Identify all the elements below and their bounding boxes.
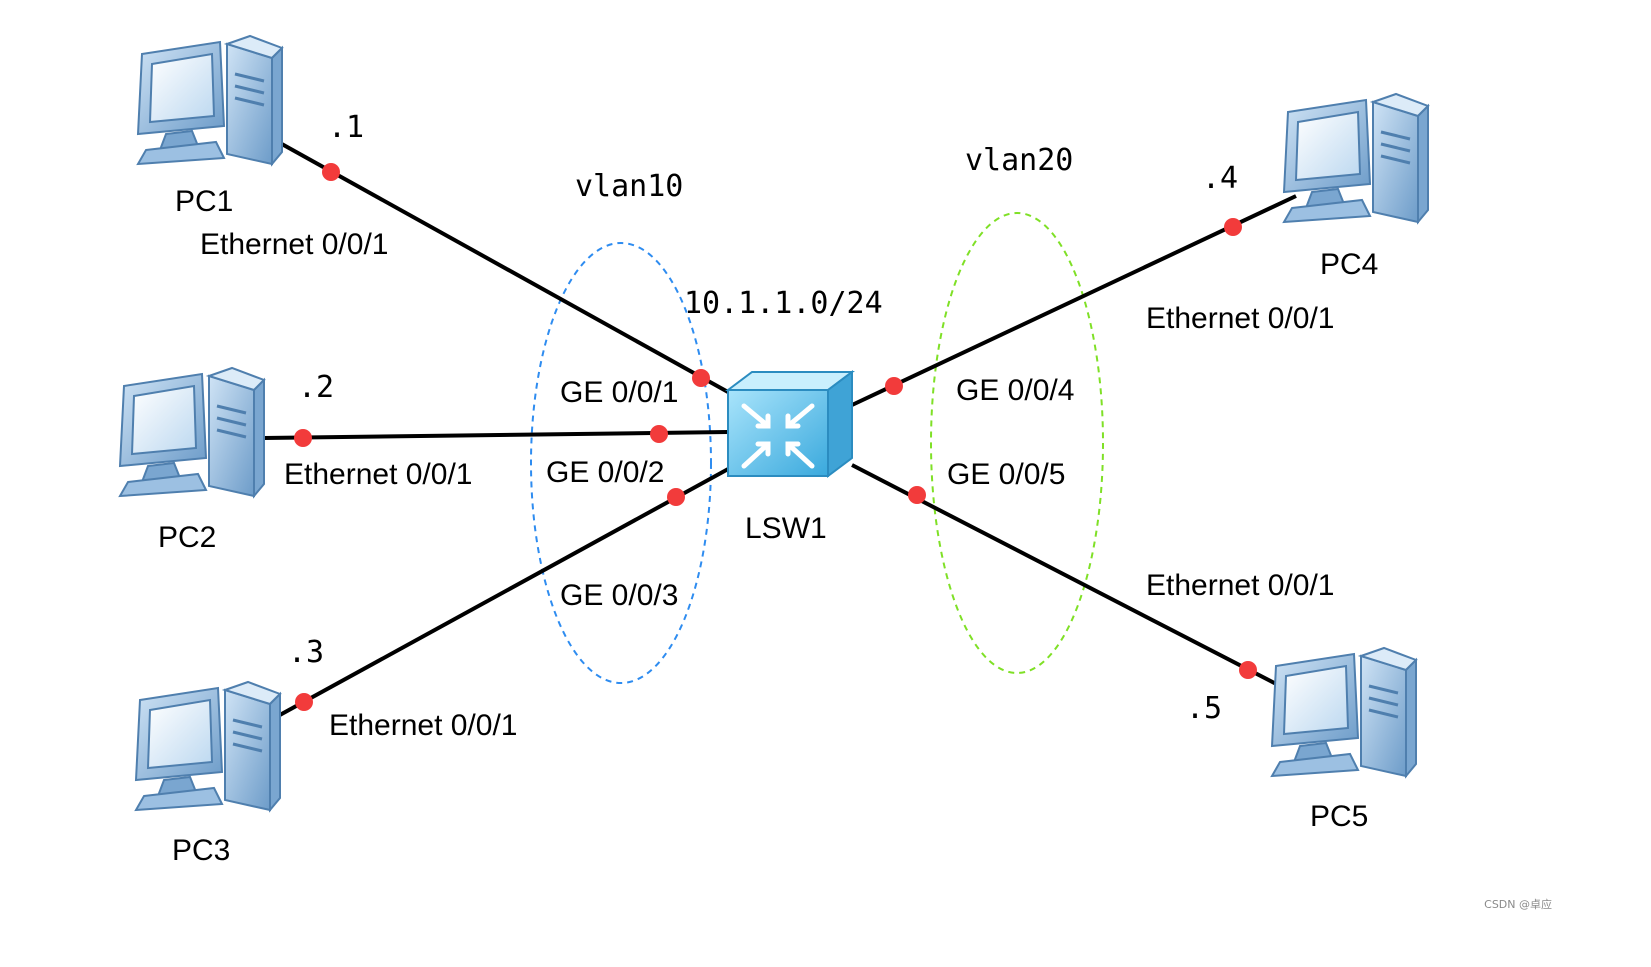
subnet-label: 10.1.1.0/24: [684, 286, 883, 321]
switch-name-label: LSW1: [745, 512, 827, 545]
pc5-host-label: .5: [1186, 691, 1222, 726]
switch-port-ge003-label: GE 0/0/3: [560, 579, 678, 612]
pc4-interface-label: Ethernet 0/0/1: [1146, 302, 1334, 335]
pc2-host-label: .2: [298, 370, 334, 405]
port-dot-ge003: [667, 488, 685, 506]
link-pc3-lsw1: [277, 466, 731, 718]
pc4-computer-icon[interactable]: [1282, 92, 1430, 224]
pc3-name-label: PC3: [172, 834, 230, 867]
vlan10-boundary: [530, 242, 712, 684]
link-pc1-lsw1: [279, 141, 729, 394]
pc1-interface-label: Ethernet 0/0/1: [200, 228, 388, 261]
pc3-host-label: .3: [288, 635, 324, 670]
switch-port-ge005-label: GE 0/0/5: [947, 458, 1065, 491]
switch-icon[interactable]: [725, 370, 855, 478]
port-dot-pc3: [295, 693, 313, 711]
pc3-computer-icon[interactable]: [134, 680, 282, 812]
port-dot-ge001: [692, 369, 710, 387]
switch-port-ge001-label: GE 0/0/1: [560, 376, 678, 409]
vlan20-boundary: [930, 212, 1104, 674]
port-dot-pc4: [1224, 218, 1242, 236]
switch-port-ge002-label: GE 0/0/2: [546, 456, 664, 489]
vlan10-label: vlan10: [575, 169, 683, 204]
pc2-interface-label: Ethernet 0/0/1: [284, 458, 472, 491]
pc1-name-label: PC1: [175, 185, 233, 218]
vlan20-label: vlan20: [965, 143, 1073, 178]
pc4-host-label: .4: [1202, 161, 1238, 196]
pc4-name-label: PC4: [1320, 248, 1378, 281]
pc5-interface-label: Ethernet 0/0/1: [1146, 569, 1334, 602]
port-dot-ge005: [908, 486, 926, 504]
pc5-computer-icon[interactable]: [1270, 646, 1418, 778]
pc3-interface-label: Ethernet 0/0/1: [329, 709, 517, 742]
port-dot-ge002: [650, 425, 668, 443]
switch-port-ge004-label: GE 0/0/4: [956, 374, 1074, 407]
port-dots: [294, 163, 1257, 711]
link-pc4-lsw1: [851, 194, 1297, 407]
pc1-host-label: .1: [328, 110, 364, 145]
pc2-computer-icon[interactable]: [118, 366, 266, 498]
pc2-name-label: PC2: [158, 521, 216, 554]
watermark: CSDN @卓应: [1484, 897, 1552, 911]
port-dot-pc1: [322, 163, 340, 181]
link-pc5-lsw1: [851, 463, 1285, 690]
port-dot-ge004: [885, 377, 903, 395]
port-dot-pc5: [1239, 661, 1257, 679]
port-dot-pc2: [294, 429, 312, 447]
pc1-computer-icon[interactable]: [136, 34, 284, 166]
pc5-name-label: PC5: [1310, 800, 1368, 833]
